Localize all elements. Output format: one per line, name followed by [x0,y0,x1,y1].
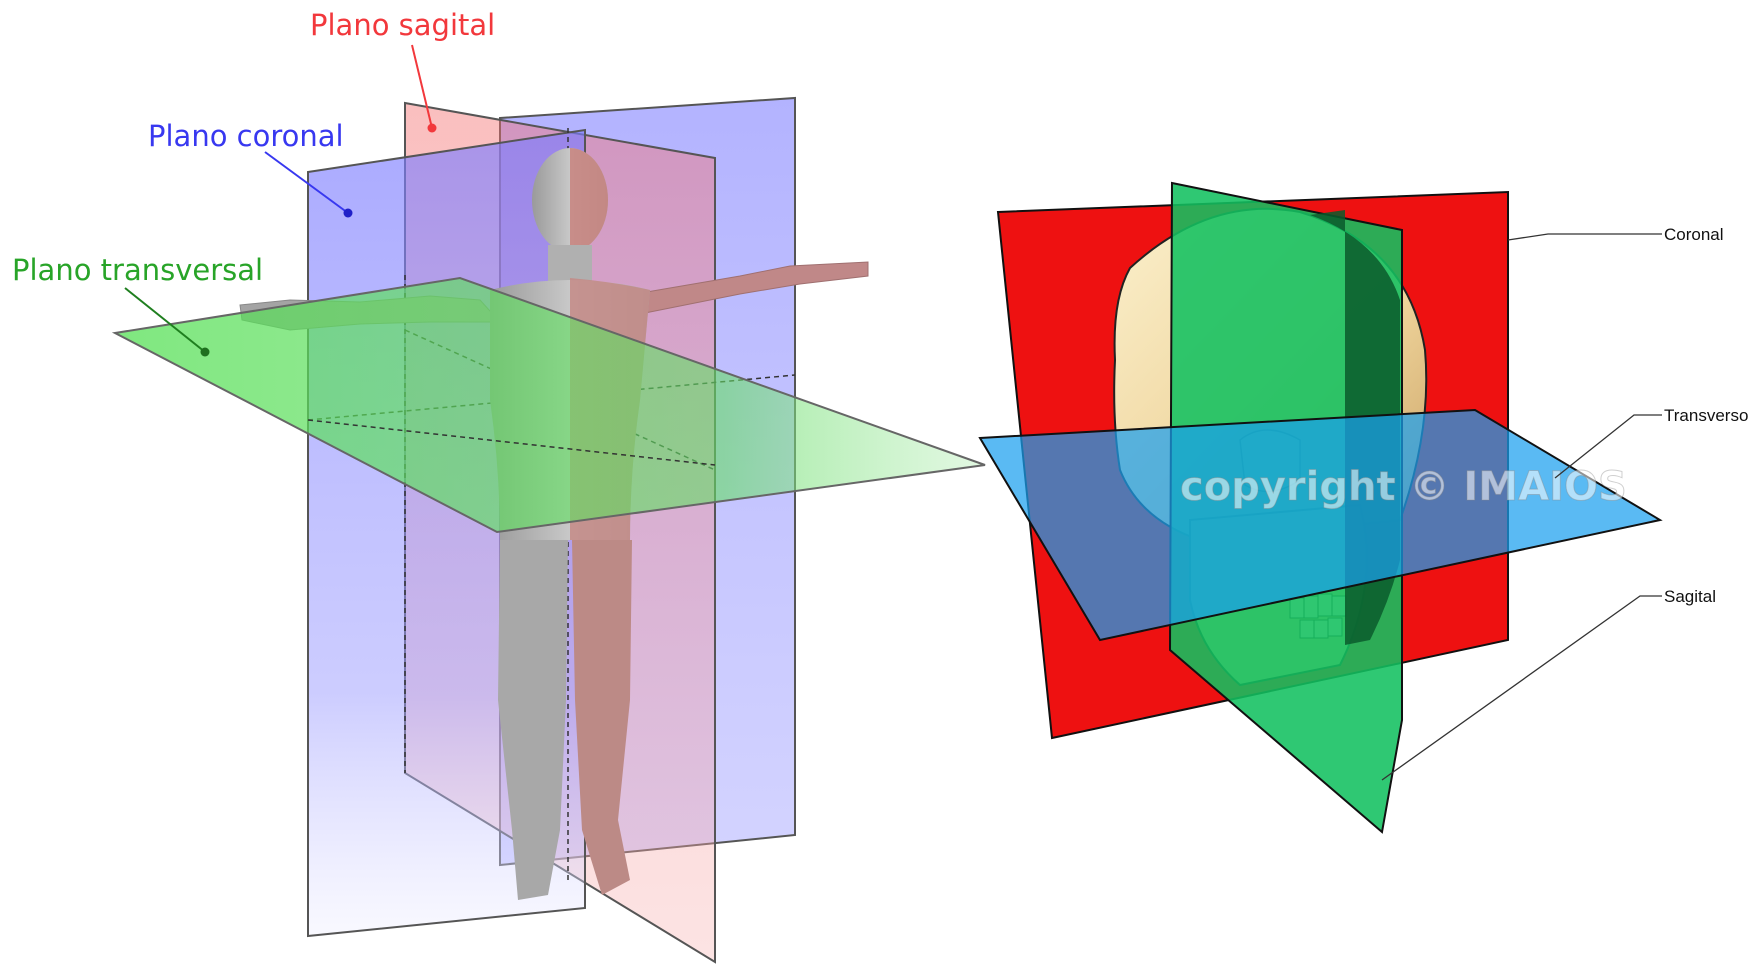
transverse-plane [115,278,985,532]
skull-figure: copyright © IMAIOS Coronal Transverso Sa… [980,183,1748,832]
skull-transverse-label: Transverso [1664,406,1748,425]
transverse-dot [201,348,210,357]
coronal-dot [344,209,353,218]
skull-coronal-label: Coronal [1664,225,1724,244]
body-figure: Plano sagital Plano coronal Plano transv… [12,8,985,962]
watermark: copyright © IMAIOS [1180,464,1627,510]
coronal-plane-label: Plano coronal [148,119,344,153]
skull-sagittal-label: Sagital [1664,587,1716,606]
transverse-plane-label: Plano transversal [12,253,263,287]
sagittal-dot [428,124,437,133]
sagittal-plane-label: Plano sagital [310,8,495,42]
